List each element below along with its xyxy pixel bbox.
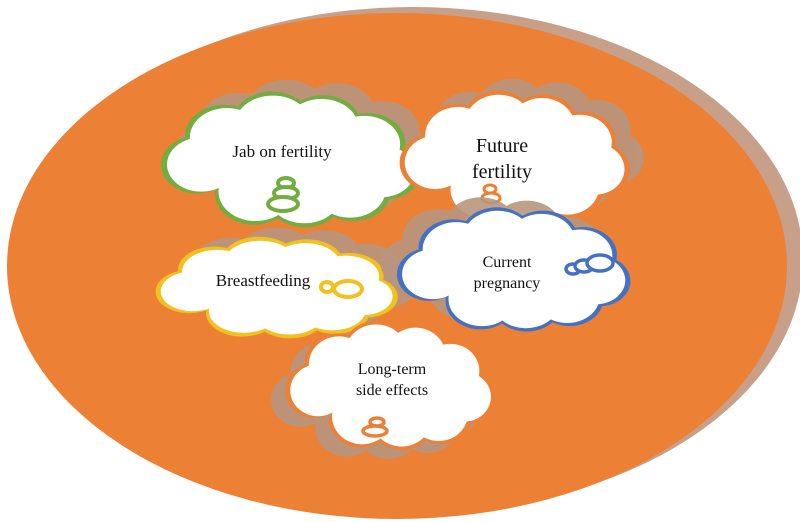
cloud-long-term-side-effects: Long-term side effects — [271, 321, 497, 459]
cloud-pregnancy-line2: pregnancy — [474, 275, 541, 292]
cloud-breastfeeding-bubbles — [319, 279, 364, 299]
cloud-breastfeeding-label: Breastfeeding — [216, 271, 311, 290]
cloud-longterm-line2: side effects — [356, 382, 428, 399]
cloud-future-line2: fertility — [472, 161, 532, 183]
cloud-pregnancy-line1: Current — [483, 254, 532, 271]
cloud-future-line1: Future — [476, 135, 528, 157]
cloud-jab-label: Jab on fertility — [232, 142, 332, 161]
cloud-current-pregnancy: Current pregnancy — [380, 197, 631, 332]
cloud-longterm-line1: Long-term — [358, 361, 427, 378]
cloud-breastfeeding: Breastfeeding — [155, 227, 415, 339]
cloud-longterm-bubbles — [361, 416, 389, 438]
cloud-jab-bubbles — [266, 176, 300, 213]
cloud-jab-on-fertility: Jab on fertility — [161, 79, 435, 228]
cloud-pregnancy-bubbles — [564, 253, 615, 276]
